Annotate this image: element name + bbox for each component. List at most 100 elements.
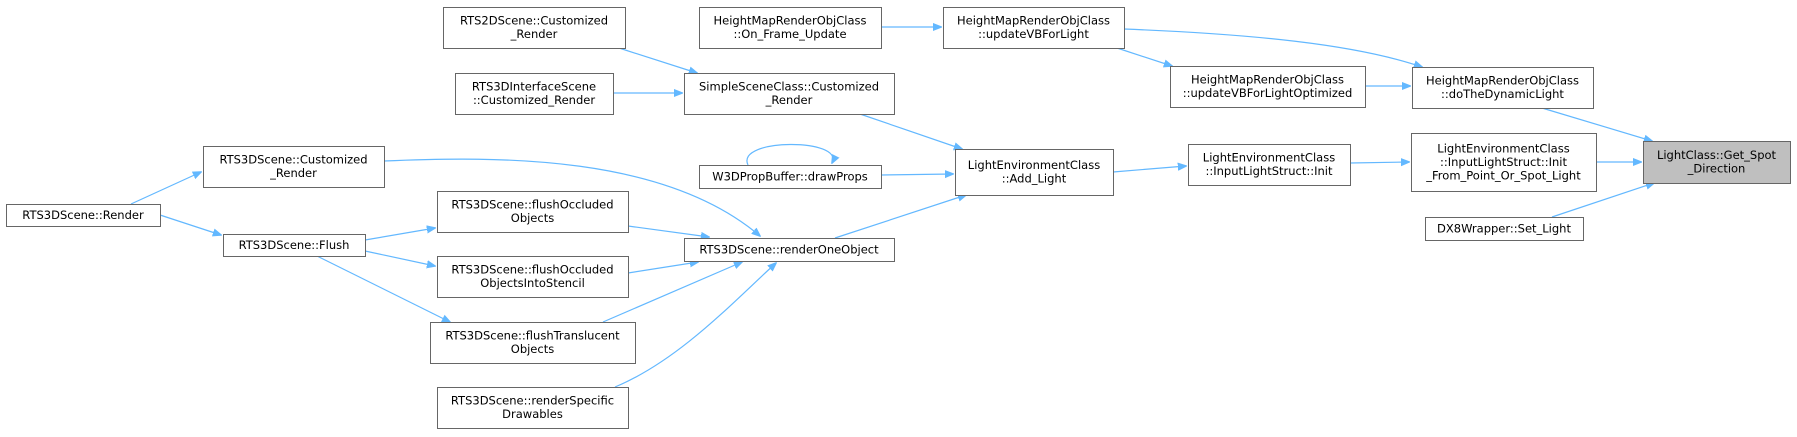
node-rts2d[interactable]: RTS2DScene::Customized_Render [443,7,626,49]
node-box [1643,141,1791,184]
node-label: RTS3DScene::flushOccluded [451,198,613,212]
node-label: ::On_Frame_Update [733,27,846,41]
node-onframe[interactable]: HeightMapRenderObjClass::On_Frame_Update [699,7,882,49]
edge-setlight-to-spot [1551,183,1654,218]
edge-line [1541,107,1652,141]
node-render[interactable]: RTS3DScene::Render [6,204,161,227]
node-label: Drawables [502,407,563,421]
edge-dyn-to-spot [1541,107,1652,141]
edge-flush-to-flushocc [364,228,435,241]
node-updvb[interactable]: HeightMapRenderObjClass::updateVBForLigh… [943,7,1125,49]
node-box [455,73,614,115]
edge-flushstencil-to-renderone [627,262,698,274]
node-label: LightEnvironmentClass [968,158,1100,172]
edge-renderone-to-addlight [834,195,966,239]
node-box [1412,67,1594,109]
edge-line [1116,47,1172,66]
edge-line [859,113,962,149]
node-label: _Direction [1687,162,1746,176]
node-box [437,256,629,298]
node-setlight[interactable]: DX8Wrapper::Set_Light [1425,217,1584,241]
edge-line [130,172,201,205]
node-label: ::Add_Light [1002,172,1067,186]
node-label: ObjectsIntoStencil [480,276,585,290]
node-rts3dcust[interactable]: RTS3DScene::Customized_Render [203,146,385,188]
node-label: SimpleSceneClass::Customized [699,80,879,94]
node-label: Objects [511,342,554,356]
edge-render-to-flush [159,214,221,235]
node-isinit[interactable]: LightEnvironmentClass::InputLightStruct:… [1188,144,1351,186]
edge-line [1123,28,1422,67]
node-box [223,234,366,257]
node-label: ::doTheDynamicLight [1441,87,1564,101]
node-box [203,146,385,188]
edge-line [746,143,833,166]
edge-flush-to-flushstencil [364,250,435,266]
node-initpoint[interactable]: LightEnvironmentClass::InputLightStruct:… [1411,133,1597,192]
node-renderone[interactable]: RTS3DScene::renderOneObject [684,238,895,262]
edge-rts2d-to-simple [618,47,697,73]
node-label: HeightMapRenderObjClass [1426,74,1579,88]
node-label: LightEnvironmentClass [1203,151,1335,165]
node-box [6,204,161,227]
node-label: _Render [510,27,558,41]
node-box [943,7,1125,49]
node-box [437,387,629,429]
node-label: _Render [765,93,813,107]
node-flushstencil[interactable]: RTS3DScene::flushOccludedObjectsIntoSten… [437,256,629,298]
node-label: RTS3DInterfaceScene [472,80,596,94]
edge-updvb-to-updvbopt [1116,47,1172,66]
node-label: RTS3DScene::Flush [239,238,350,252]
node-label: LightEnvironmentClass [1437,141,1569,155]
node-label: HeightMapRenderObjClass [1191,73,1344,87]
edge-line [627,225,709,237]
edge-flushtrans-to-renderone [602,262,742,323]
edge-line [316,255,450,322]
edge-line [1551,183,1654,218]
edge-isinit-to-initpoint [1349,162,1409,163]
node-box [437,191,629,233]
node-box [443,7,626,49]
node-rts3diface[interactable]: RTS3DInterfaceScene::Customized_Render [455,73,614,115]
node-addlight[interactable]: LightEnvironmentClass::Add_Light [955,149,1114,196]
node-box [1411,133,1597,192]
node-drawprops[interactable]: W3DPropBuffer::drawProps [699,165,882,189]
node-simple[interactable]: SimpleSceneClass::Customized_Render [684,73,895,115]
edge-updvb-to-dyn [1123,28,1422,67]
node-spot[interactable]: LightClass::Get_Spot_Direction [1643,141,1791,184]
node-label: ::Customized_Render [473,93,595,107]
edge-line [614,263,776,388]
edge-drawprops-to-drawprops [746,143,833,166]
node-label: LightClass::Get_Spot [1657,148,1777,162]
node-box [684,73,895,115]
node-label: _From_Point_Or_Spot_Light [1425,168,1581,182]
node-flush[interactable]: RTS3DScene::Flush [223,234,366,257]
node-box [684,238,895,262]
edge-line [618,47,697,73]
node-label: ::InputLightStruct::Init [1440,155,1568,169]
node-label: HeightMapRenderObjClass [957,14,1110,28]
edge-render-to-rts3dcust [130,172,201,205]
node-label: RTS3DScene::Customized [219,153,367,167]
node-box [699,165,882,189]
node-dyn[interactable]: HeightMapRenderObjClass::doTheDynamicLig… [1412,67,1594,109]
node-box [1425,217,1584,241]
edge-line [383,158,760,236]
node-label: DX8Wrapper::Set_Light [1437,221,1571,235]
edge-line [364,250,435,266]
node-updvbopt[interactable]: HeightMapRenderObjClass::updateVBForLigh… [1170,66,1366,108]
node-label: ::updateVBForLight [978,27,1089,41]
edge-simple-to-addlight [859,113,962,149]
node-label: RTS3DScene::renderSpecific [451,394,614,408]
node-box [1188,144,1351,186]
edge-rts3dcust-to-renderone [383,158,760,236]
edge-renderspec-to-renderone [614,263,776,388]
edge-line [364,228,435,241]
node-label: RTS3DScene::flushTranslucent [445,329,620,343]
edge-drawprops-to-addlight [880,174,953,175]
edge-flush-to-flushtrans [316,255,450,322]
